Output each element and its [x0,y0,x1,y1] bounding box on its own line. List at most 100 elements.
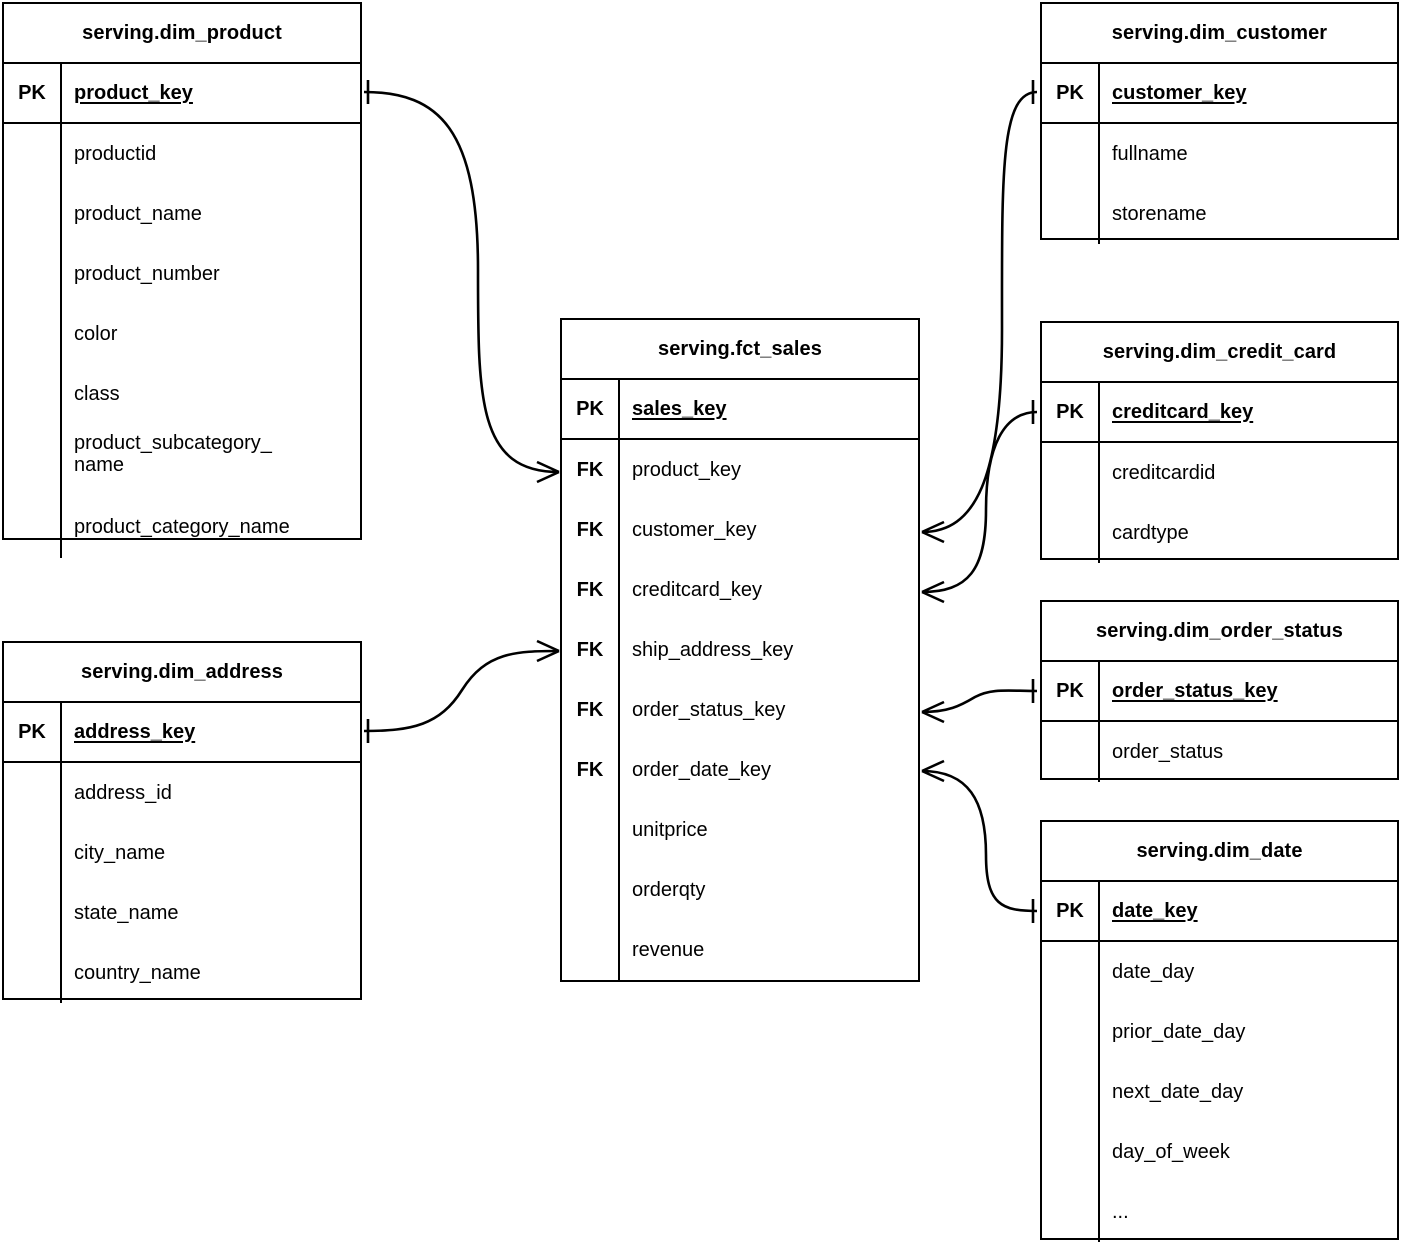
key-cell [562,860,618,920]
key-cell [1042,1002,1098,1062]
key-cell [1042,722,1098,782]
attribute-field: class [74,382,120,405]
key-cell [4,124,60,184]
entity-title-dim-address: serving.dim_address [4,643,360,703]
entity-dim-credit-card[interactable]: serving.dim_credit_card PK creditcard_ke… [1040,321,1399,563]
crowsfoot-creditcard-b [921,590,945,604]
attribute-field: creditcardid [1112,461,1216,484]
pk-field-dim-address: address_key [74,720,196,743]
pk-field-dim-customer: customer_key [1112,81,1247,104]
relationship-address-to-sales [363,649,560,733]
pk-row-fct-sales: PK sales_key [562,380,918,440]
attribute-field: next_date_day [1112,1080,1244,1103]
attribute-field: order_date_key [632,758,771,781]
attributes-dim-product: productid product_name product_number co… [4,124,360,558]
entity-dim-product[interactable]: serving.dim_product PK product_key produ… [2,2,362,558]
entity-title-dim-order-status: serving.dim_order_status [1042,602,1397,662]
key-cell [4,763,60,823]
pk-field-dim-date: date_key [1112,899,1198,922]
crowsfoot-product-a [536,460,560,474]
pk-row-dim-customer: PK customer_key [1042,64,1397,124]
entity-title-dim-product: serving.dim_product [4,4,360,64]
pk-badge-fct-sales: PK [576,397,604,420]
attribute-field: storename [1112,202,1207,225]
key-cell [4,244,60,304]
attribute-field: creditcard_key [632,578,763,601]
pk-field-dim-order-status: order_status_key [1112,679,1278,702]
pk-field-dim-product: product_key [74,81,193,104]
entity-title-dim-credit-card: serving.dim_credit_card [1042,323,1397,383]
crowsfoot-customer-b [921,530,945,544]
crowsfoot-date-b [921,769,945,783]
crowsfoot-orderstatus-a [921,700,945,714]
pk-badge-dim-customer: PK [1056,81,1084,104]
crowsfoot-orderstatus-b [921,710,945,724]
key-cell [1042,503,1098,563]
key-cell [4,823,60,883]
key-cell [1042,124,1098,184]
crowsfoot-date-a [921,759,945,773]
fk-badge: FK [576,638,604,661]
attribute-field: productid [74,142,157,165]
attribute-field: product_name [74,202,202,225]
attribute-field: fullname [1112,142,1188,165]
relationship-sales-to-customer [921,90,1038,534]
pk-badge-dim-date: PK [1056,899,1084,922]
attribute-field: revenue [632,938,705,961]
relationship-sales-to-date [921,769,1038,913]
attribute-field: product_key [632,458,741,481]
crowsfoot-product-b [536,470,560,484]
relationship-product-to-sales [363,90,560,474]
key-cell [1042,942,1098,1002]
pk-row-dim-address: PK address_key [4,703,360,763]
attributes-dim-credit-card: creditcardid cardtype [1042,443,1397,563]
attribute-field: prior_date_day [1112,1020,1246,1043]
entity-dim-address[interactable]: serving.dim_address PK address_key addre… [2,641,362,1003]
entity-title-dim-customer: serving.dim_customer [1042,4,1397,64]
attributes-fct-sales: FK FK FK FK FK FK product_key customer_k… [562,440,918,980]
crowsfoot-address-b [536,649,560,663]
attribute-field: ship_address_key [632,638,794,661]
attribute-field: product_category_name [74,515,290,538]
attribute-field: customer_key [632,518,757,541]
attribute-field: order_status [1112,740,1224,763]
attribute-field-ellipsis: ... [1112,1200,1129,1223]
attribute-field-line1: product_subcategory_ [74,432,272,454]
pk-badge-dim-address: PK [18,720,46,743]
crowsfoot-creditcard-a [921,580,945,594]
key-cell [4,304,60,364]
attribute-field: date_day [1112,960,1195,983]
entity-title-dim-date: serving.dim_date [1042,822,1397,882]
pk-badge-dim-product: PK [18,81,46,104]
fk-badge: FK [576,458,604,481]
key-cell [4,364,60,424]
key-cell [4,184,60,244]
attribute-field-line2: name [74,454,125,477]
key-cell [1042,184,1098,244]
fk-badge: FK [576,518,604,541]
pk-row-dim-date: PK date_key [1042,882,1397,942]
entity-title-fct-sales: serving.fct_sales [562,320,918,380]
entity-dim-date[interactable]: serving.dim_date PK date_key date_day pr… [1040,820,1399,1242]
key-cell [562,920,618,980]
pk-badge-dim-order-status: PK [1056,679,1084,702]
attribute-field: orderqty [632,878,706,901]
entity-dim-order-status[interactable]: serving.dim_order_status PK order_status… [1040,600,1399,782]
crowsfoot-customer-a [921,520,945,534]
pk-field-dim-credit-card: creditcard_key [1112,400,1254,423]
key-cell [562,800,618,860]
attribute-field: product_number [74,262,220,285]
attributes-dim-address: address_id city_name state_name country_… [4,763,360,1003]
key-cell [1042,1062,1098,1122]
pk-row-dim-order-status: PK order_status_key [1042,662,1397,722]
entity-fct-sales[interactable]: serving.fct_sales PK sales_key FK FK FK … [560,318,920,982]
key-cell [1042,443,1098,503]
attribute-field: city_name [74,841,166,864]
attribute-field: color [74,322,118,345]
key-cell [1042,1122,1098,1182]
attributes-dim-order-status: order_status [1042,722,1397,782]
crowsfoot-address-a [536,639,560,653]
key-cell [4,424,60,496]
entity-dim-customer[interactable]: serving.dim_customer PK customer_key ful… [1040,2,1399,244]
